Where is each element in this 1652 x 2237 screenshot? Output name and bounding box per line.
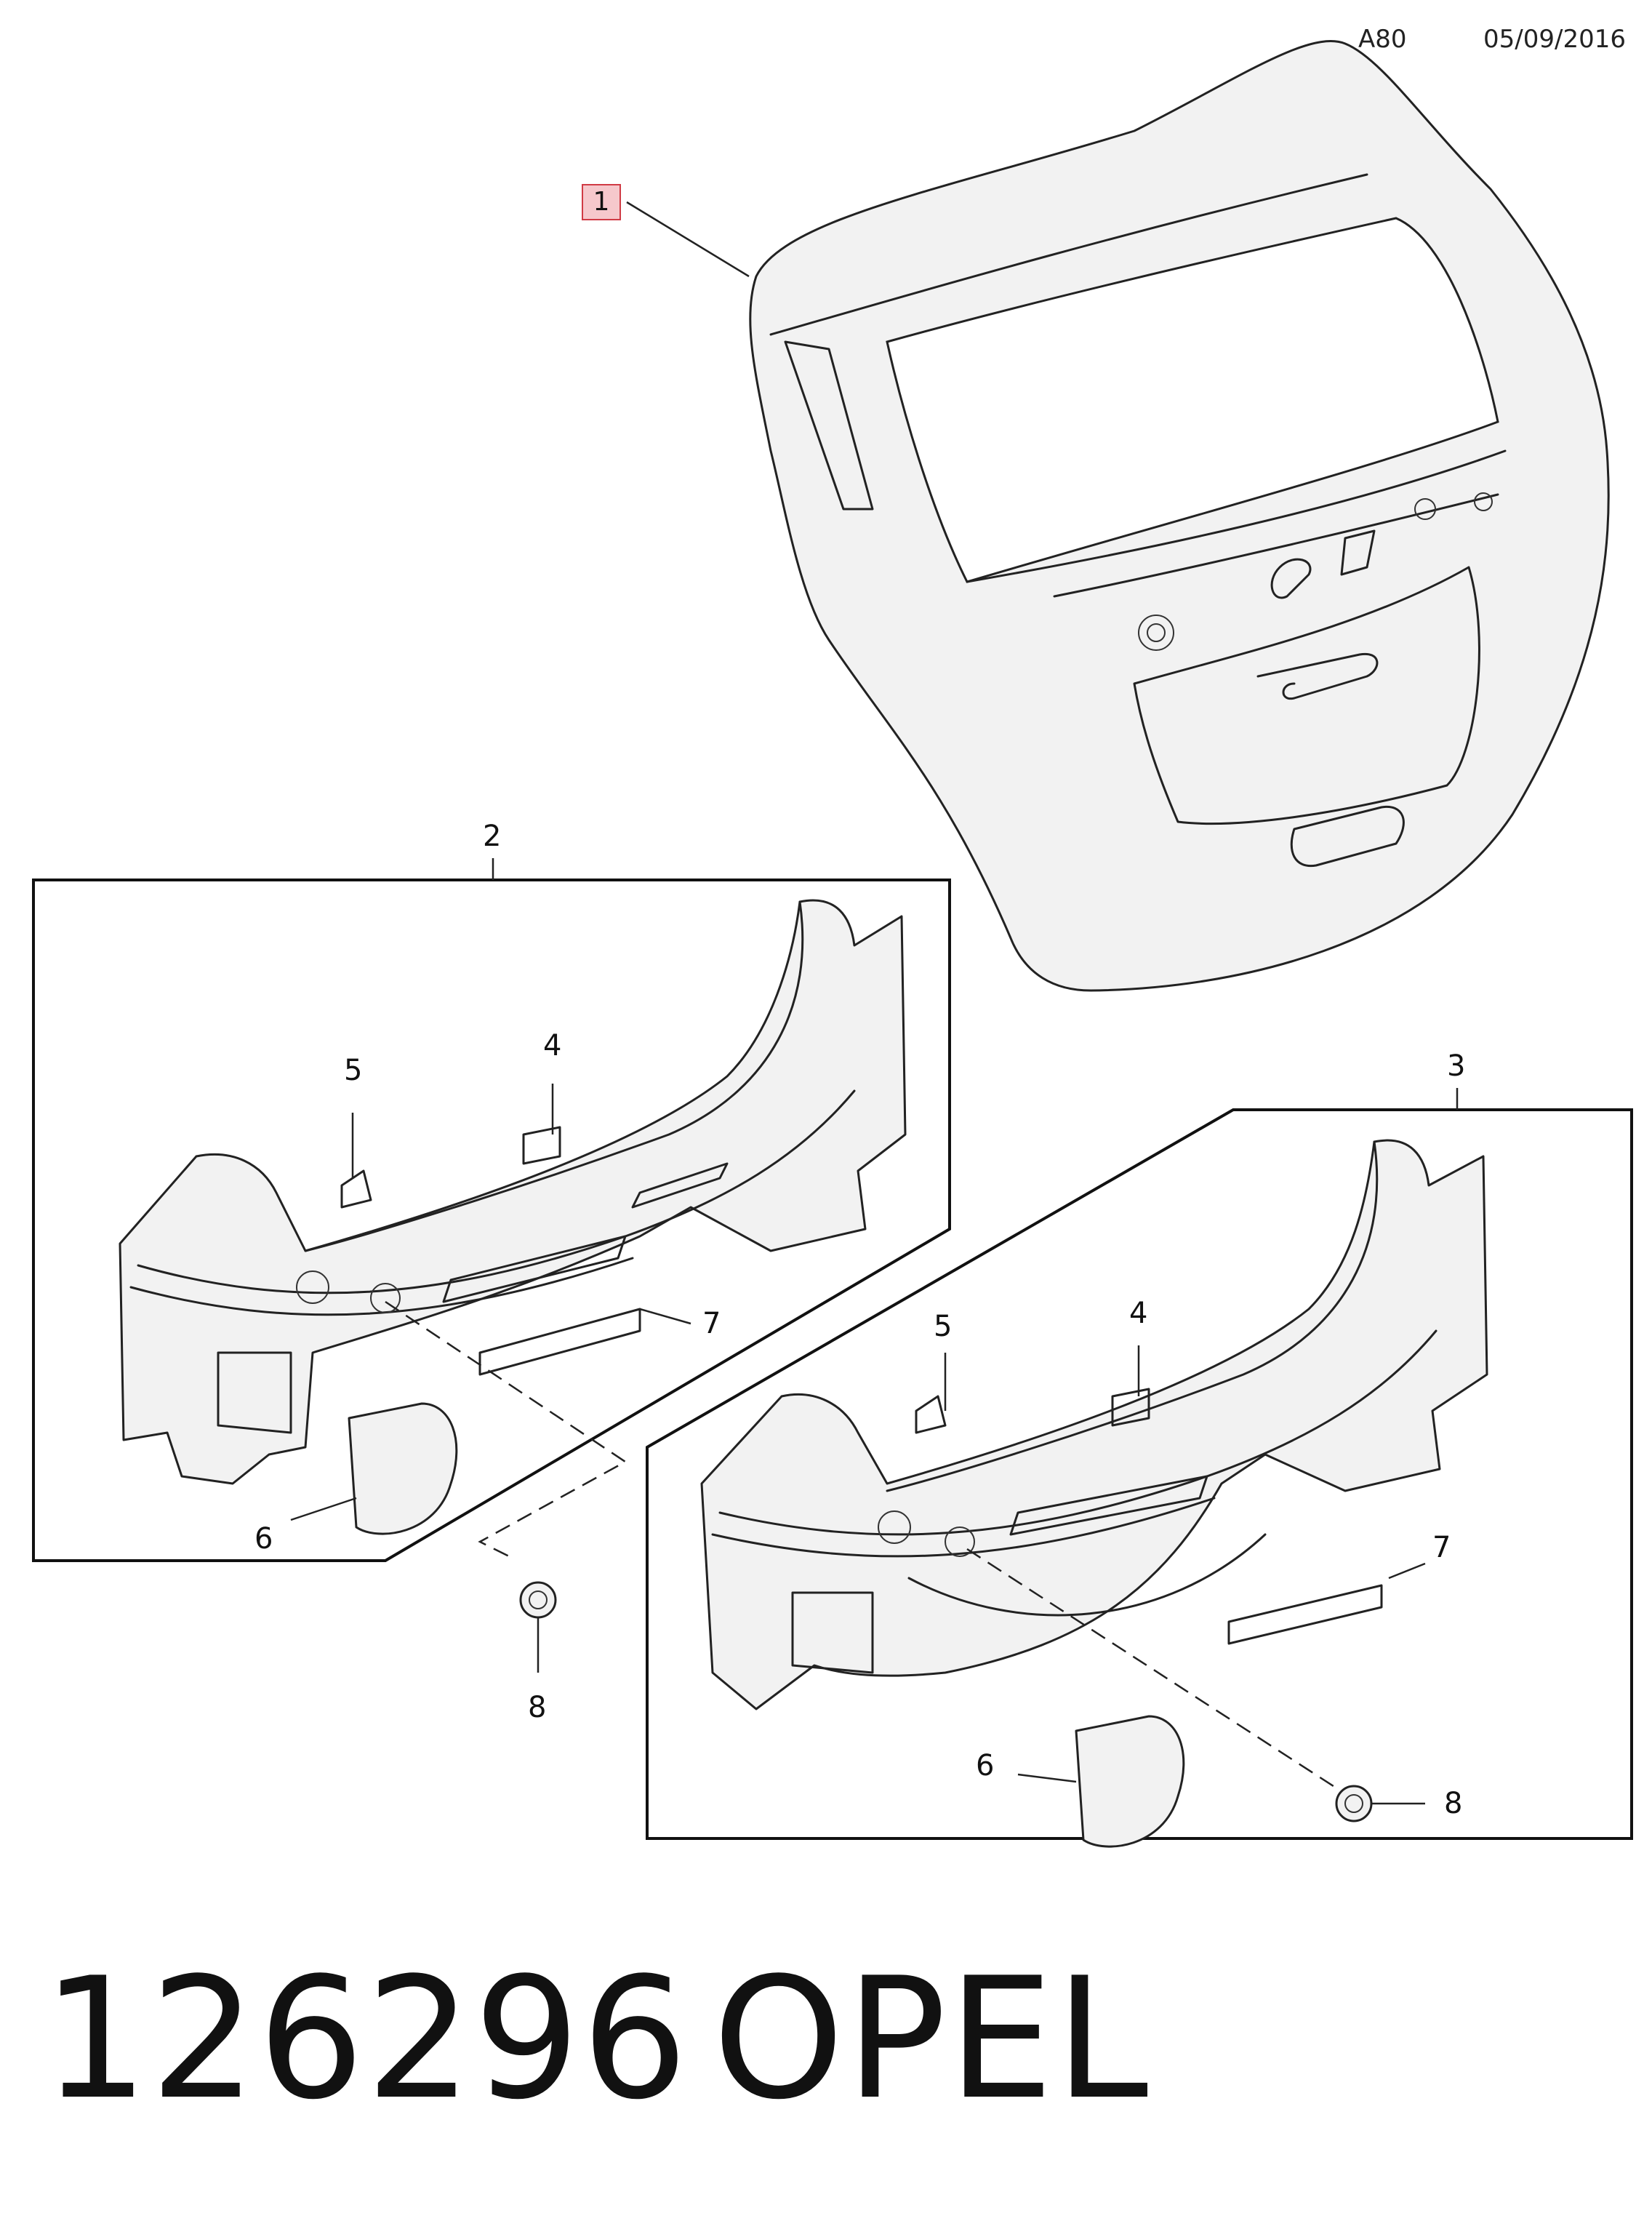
callout-5-group3: 5: [934, 1310, 953, 1343]
part-number: 126296: [42, 1942, 689, 2137]
grommet-right: [1335, 1785, 1425, 1822]
callout-7-group2: 7: [702, 1307, 721, 1340]
page-code: A80: [1358, 25, 1407, 54]
page-date: 05/09/2016: [1483, 25, 1626, 54]
rear-panel-illustration-2: [119, 899, 907, 1535]
callout-5-group2: 5: [344, 1054, 363, 1087]
callout-8-left: 8: [528, 1691, 547, 1724]
callout-6-group3: 6: [976, 1749, 995, 1782]
dashed-leader-left: [385, 1300, 627, 1558]
brand-name: OPEL: [713, 1942, 1150, 2137]
group-2-frame: [32, 879, 951, 1562]
callout-3: 3: [1447, 1049, 1466, 1083]
group-3-frame: [646, 1108, 1633, 1840]
leader-part-1: [626, 201, 750, 278]
tailgate-illustration: [749, 40, 1610, 992]
callout-7-group3: 7: [1432, 1531, 1451, 1564]
callout-1: 1: [582, 184, 621, 220]
callout-6-group2: 6: [254, 1522, 273, 1556]
callout-4-group2: 4: [543, 1029, 562, 1063]
callout-4-group3: 4: [1129, 1297, 1148, 1330]
callout-2: 2: [483, 820, 502, 853]
grommet-left: [519, 1581, 557, 1673]
callout-8-right: 8: [1444, 1787, 1463, 1820]
rear-panel-illustration-3: [700, 1139, 1488, 1848]
